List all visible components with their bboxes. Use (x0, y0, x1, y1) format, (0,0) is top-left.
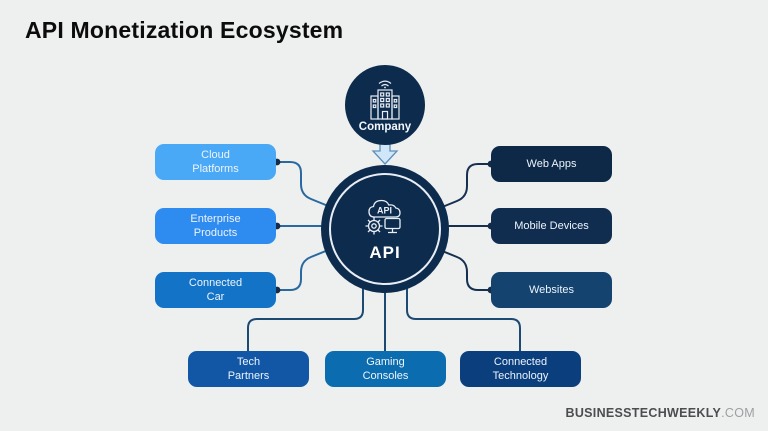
node-label: Mobile Devices (514, 219, 589, 232)
connector-tech-partners (247, 287, 364, 353)
node-label: Cloud Platforms (192, 148, 239, 175)
svg-text:API: API (377, 205, 392, 215)
node-connected-technology: Connected Technology (460, 351, 581, 387)
office-building-wifi-icon (365, 78, 405, 120)
node-label: Websites (528, 283, 575, 296)
brand-suffix: .COM (721, 406, 755, 420)
node-label: Connected Car (188, 276, 243, 303)
node-enterprise-products: Enterprise Products (155, 208, 276, 244)
company-to-api-arrow (371, 141, 399, 165)
node-cloud-platforms: Cloud Platforms (155, 144, 276, 180)
node-connected-car: Connected Car (155, 272, 276, 308)
node-web-apps: Web Apps (491, 146, 612, 182)
node-tech-partners: Tech Partners (188, 351, 309, 387)
connector-websites (429, 245, 493, 291)
connector-web-apps (429, 163, 493, 213)
page-title: API Monetization Ecosystem (25, 17, 344, 43)
node-label: Gaming Consoles (362, 355, 409, 382)
node-label: Web Apps (526, 157, 577, 170)
node-mobile-devices: Mobile Devices (491, 208, 612, 244)
connector-connected-car (275, 245, 339, 291)
company-node: Company (345, 65, 425, 145)
node-label: Connected Technology (492, 355, 549, 382)
node-gaming-consoles: Gaming Consoles (325, 351, 446, 387)
node-label: Tech Partners (227, 355, 270, 382)
connector-cloud-platforms (275, 161, 339, 211)
api-hub-node: API API (321, 165, 449, 293)
company-label: Company (358, 120, 412, 133)
connector-connected-technology (406, 287, 521, 353)
api-label: API (369, 242, 401, 262)
brand-name: BUSINESSTECHWEEKLY (565, 406, 722, 420)
brand-footer: BUSINESSTECHWEEKLY.COM (566, 406, 756, 420)
api-cloud-gear-monitor-icon: API (361, 196, 409, 240)
node-label: Enterprise Products (190, 212, 241, 239)
node-websites: Websites (491, 272, 612, 308)
